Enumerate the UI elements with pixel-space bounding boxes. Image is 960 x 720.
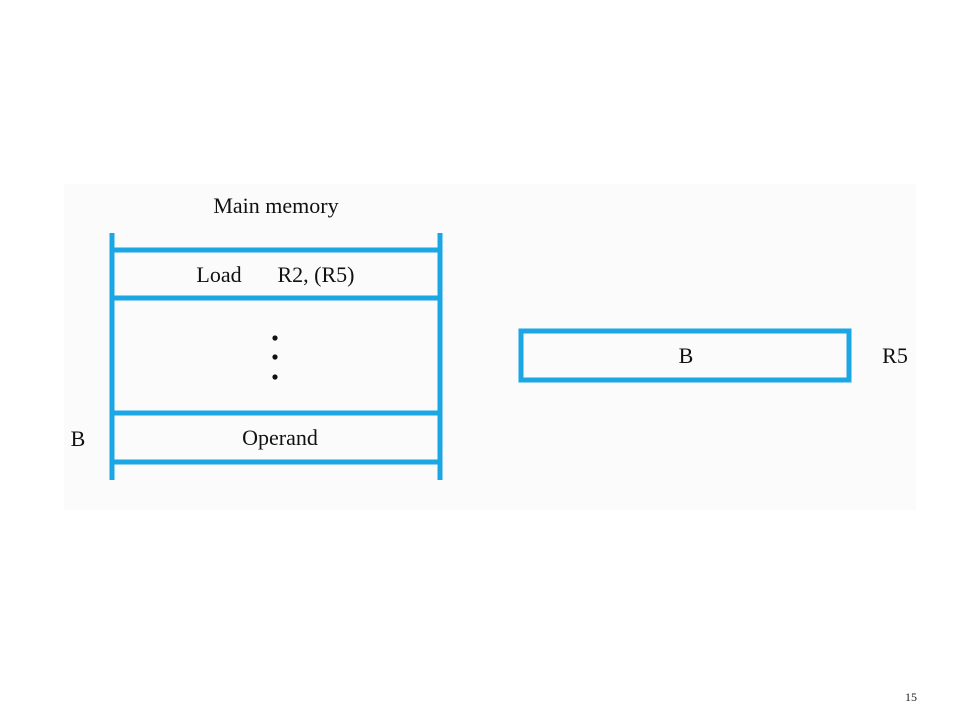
- operand-cell-label: Operand: [242, 425, 318, 450]
- main-memory-title: Main memory: [213, 193, 338, 218]
- instruction-opcode: Load: [196, 262, 241, 287]
- register-r5-box: [518, 328, 852, 383]
- instruction-operands: R2, (R5): [278, 262, 355, 287]
- ellipsis-dot: [272, 374, 278, 380]
- ellipsis-dot: [272, 354, 278, 360]
- register-r5-value: B: [679, 343, 694, 368]
- slide-number: 15: [905, 690, 917, 704]
- figure-background: [64, 184, 916, 510]
- register-r5-name: R5: [882, 343, 908, 368]
- operand-address-label: B: [71, 426, 86, 451]
- ellipsis-dot: [272, 335, 278, 341]
